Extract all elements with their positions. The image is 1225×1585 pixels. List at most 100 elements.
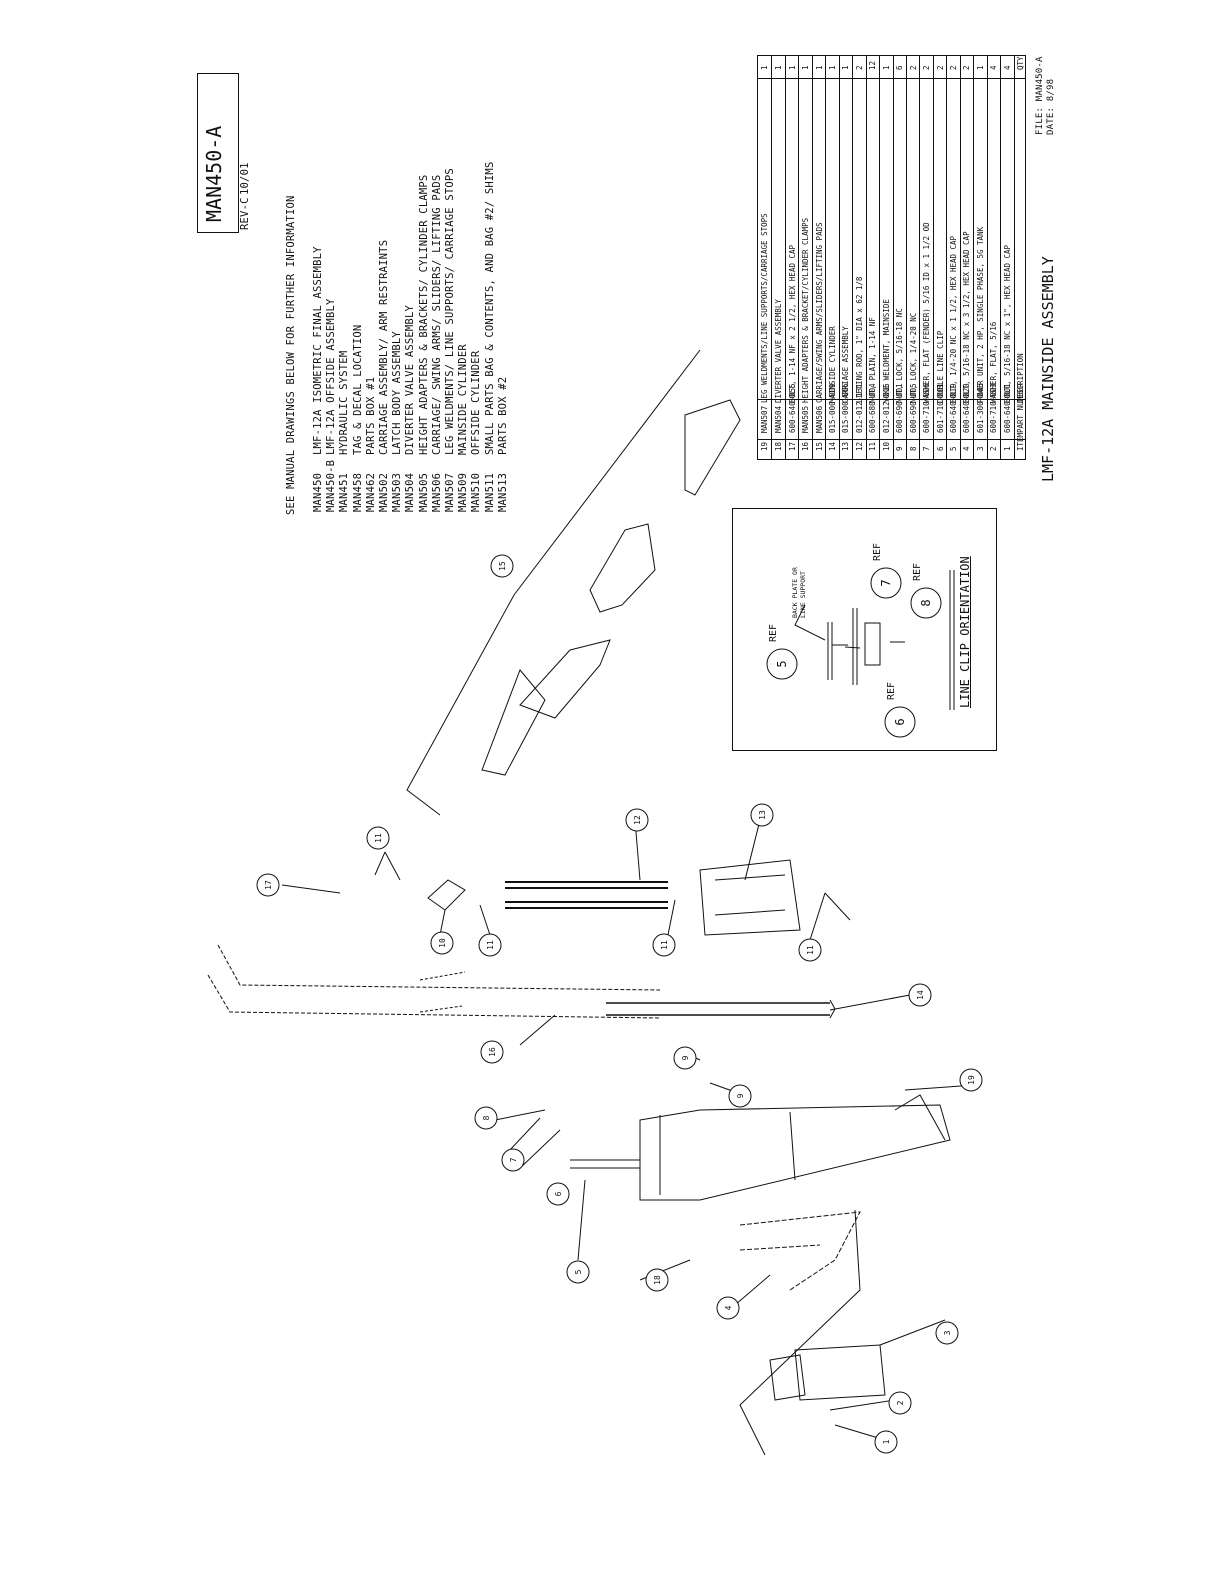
callout-number: 12 <box>633 815 642 825</box>
line-clip-balloon-number: 7 <box>879 579 893 586</box>
reference-code: MAN505 <box>417 472 430 512</box>
reference-code: MAN509 <box>457 472 470 512</box>
callout-balloon <box>728 1084 752 1108</box>
reference-code: MAN502 <box>378 472 390 512</box>
callout-number: 6 <box>554 1191 563 1196</box>
line-clip-balloon-number: 5 <box>775 660 789 667</box>
callout-balloon <box>474 1106 498 1130</box>
callout-balloon <box>673 1046 697 1070</box>
line-clip-balloon <box>870 567 902 599</box>
callout-number: 2 <box>896 1400 905 1405</box>
callout-balloon <box>888 1391 912 1415</box>
callout-number: 3 <box>943 1330 952 1335</box>
reference-description: DIVERTER VALVE ASSEMBLY <box>404 305 417 455</box>
reference-description: LATCH BODY ASSEMBLY <box>391 331 404 455</box>
reference-code: MAN450 <box>312 472 324 512</box>
callout-number: 5 <box>574 1269 583 1274</box>
line-clip-detail-box <box>732 508 997 751</box>
reference-description: CARRIAGE/ SWING ARMS/ SLIDERS/ LIFTING P… <box>430 174 443 455</box>
callout-number: 1 <box>882 1439 891 1444</box>
reference-description: LMF-12A OFFSIDE ASSEMBLY <box>325 298 338 455</box>
drawing-number-box <box>197 73 239 233</box>
callout-number: 7 <box>509 1157 518 1162</box>
callout-balloon <box>716 1296 740 1320</box>
reference-code: MAN506 <box>430 472 443 512</box>
callout-number: 17 <box>264 880 273 890</box>
reference-code: MAN450-B <box>325 459 338 512</box>
reference-description: SMALL PARTS BAG & CONTENTS, AND BAG #2/ … <box>483 161 496 455</box>
line-clip-balloon <box>766 648 798 680</box>
callout-number: 10 <box>438 938 447 948</box>
line-clip-balloon <box>910 587 942 619</box>
callout-balloon <box>256 873 280 897</box>
callout-balloon <box>750 803 774 827</box>
ref-label: REF <box>872 543 883 561</box>
callout-balloon <box>478 933 502 957</box>
ref-label: REF <box>886 682 897 700</box>
table-divider <box>758 439 1025 440</box>
reference-description: PARTS BOX #1 <box>364 376 377 455</box>
callout-number: 11 <box>806 945 815 955</box>
callout-balloon <box>652 933 676 957</box>
callout-number: 11 <box>374 833 383 843</box>
swing-arm-upper <box>481 399 741 776</box>
callout-number: 15 <box>498 561 507 571</box>
reference-description: LMF-12A ISOMETRIC FINAL ASSEMBLY <box>312 246 324 455</box>
callout-balloon <box>798 938 822 962</box>
callout-number: 13 <box>758 810 767 820</box>
callout-number: 4 <box>724 1305 733 1310</box>
line-clip-balloon-number: 6 <box>893 718 907 725</box>
callout-number: 19 <box>967 1075 976 1085</box>
reference-code: MAN513 <box>496 472 509 512</box>
callout-balloon <box>566 1260 590 1284</box>
callout-balloon <box>366 826 390 850</box>
callout-balloon <box>935 1321 959 1345</box>
reference-code: MAN510 <box>470 472 483 512</box>
callout-balloon <box>625 808 649 832</box>
reference-code: MAN507 <box>444 472 456 512</box>
line-clip-balloon-number: 8 <box>919 599 933 606</box>
reference-description: MAINSIDE CYLINDER <box>457 344 470 455</box>
reference-code: MAN504 <box>404 472 417 512</box>
reference-description: LEG WELDMENTS/ LINE SUPPORTS/ CARRIAGE S… <box>444 168 456 455</box>
reference-code: MAN511 <box>483 472 496 512</box>
reference-description: OFFSIDE CYLINDER <box>470 350 483 455</box>
reference-description: HEIGHT ADAPTERS & BRACKETS/ CYLINDER CLA… <box>417 174 430 455</box>
callout-balloon <box>430 931 454 955</box>
table-divider <box>758 399 1025 400</box>
callout-number: 9 <box>736 1093 745 1098</box>
callout-number: 11 <box>486 940 495 950</box>
table-divider <box>758 78 1025 79</box>
reference-code: MAN458 <box>351 472 364 512</box>
leader-line <box>406 349 701 816</box>
reference-description: TAG & DECAL LOCATION <box>351 324 364 455</box>
line-clip-balloon <box>884 706 916 738</box>
callout-number: 16 <box>488 1047 497 1057</box>
ref-label: REF <box>912 563 923 581</box>
callout-balloon <box>645 1268 669 1292</box>
callout-balloon <box>908 983 932 1007</box>
callout-balloon <box>501 1148 525 1172</box>
callout-number: 8 <box>482 1115 491 1120</box>
